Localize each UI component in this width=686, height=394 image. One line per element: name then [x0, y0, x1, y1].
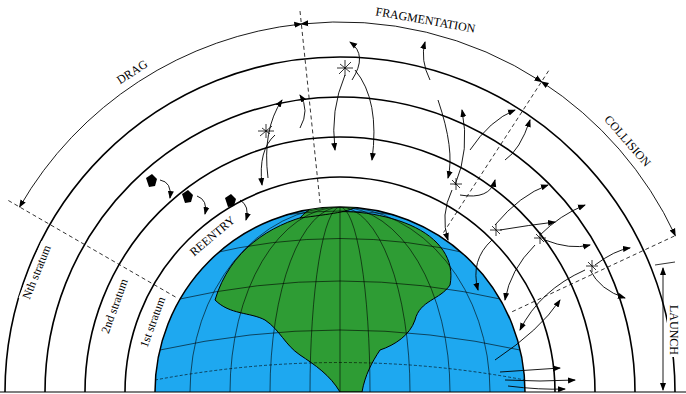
phase-label: COLLISION: [601, 111, 656, 171]
phase-label: DRAG: [112, 56, 152, 88]
stratum-label: 2nd stratum: [97, 275, 131, 337]
phase-label: LAUNCH: [667, 303, 681, 357]
phase-label: FRAGMENTATION: [373, 4, 479, 36]
